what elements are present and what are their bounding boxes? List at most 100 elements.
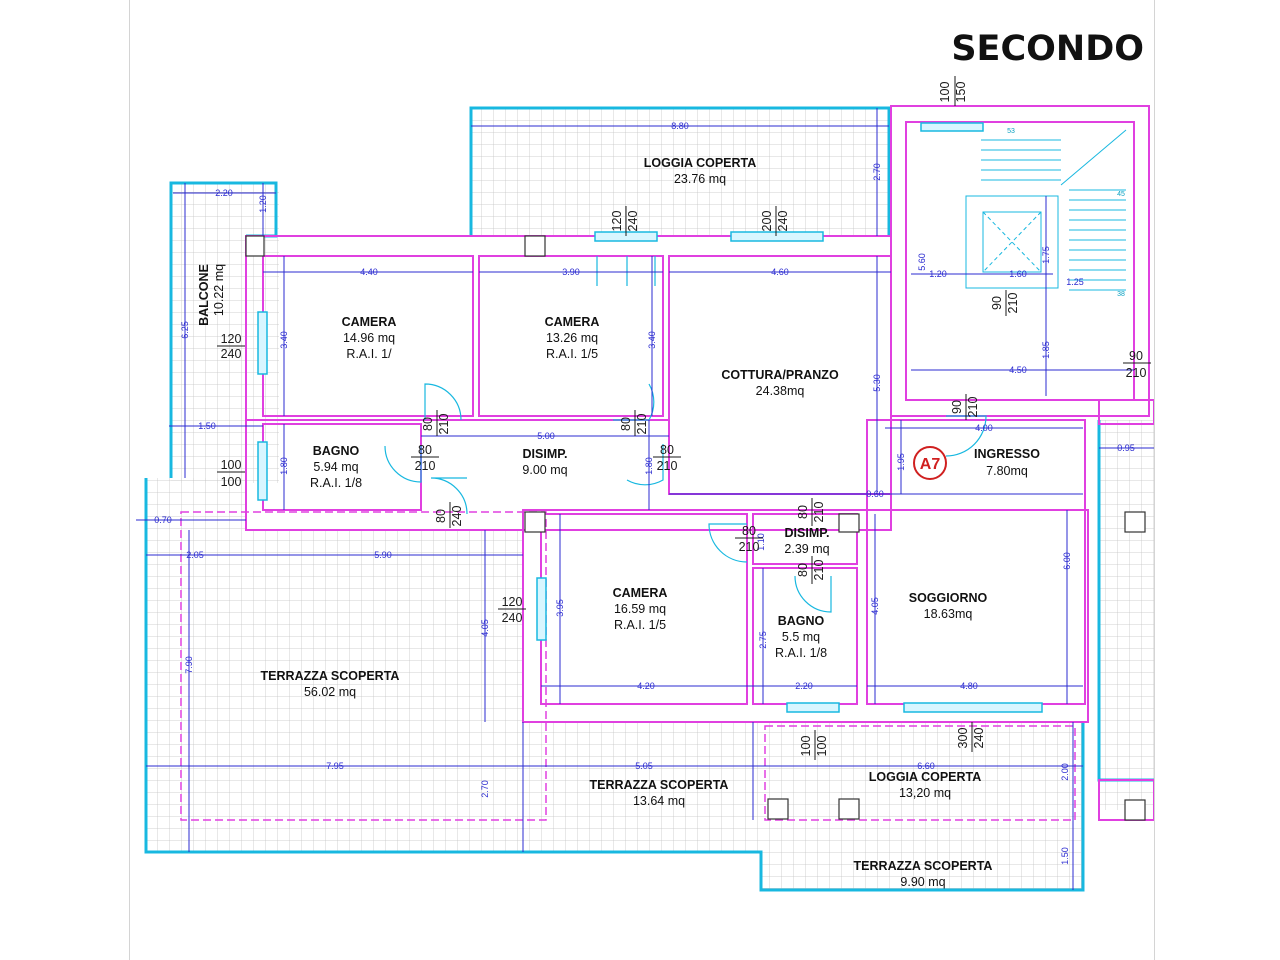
stair-number: 38	[1117, 291, 1125, 298]
dim-label: 1.80	[644, 457, 654, 475]
dim-label: 2.20	[795, 681, 813, 691]
dim-label: 5.60	[917, 253, 927, 271]
dim-label: 4.40	[360, 267, 378, 277]
room-area: 7.80mq	[986, 464, 1028, 478]
room-bagno-1: BAGNO 5.94 mq R.A.I. 1/8	[310, 444, 362, 490]
opening-label: 100	[938, 82, 952, 103]
room-name: SOGGIORNO	[909, 591, 988, 605]
dim-label: 1.10	[756, 533, 766, 551]
room-loggia-north: LOGGIA COPERTA 23.76 mq	[644, 156, 757, 186]
room-area: 24.38mq	[756, 384, 805, 398]
dim-label: 0.60	[866, 489, 884, 499]
dimension-labels: 8.80 2.70 2.20 1.20 6.25 4.40 3.90 4.60 …	[154, 121, 1135, 865]
dim-label: 1.95	[896, 453, 906, 471]
dim-label: 3.90	[562, 267, 580, 277]
room-rai: R.A.I. 1/	[346, 347, 392, 361]
opening-label: 80	[421, 417, 435, 431]
opening-label: 210	[1006, 293, 1020, 314]
opening-label: 240	[972, 728, 986, 749]
unit-badge-label: A7	[920, 456, 941, 473]
room-balcone: BALCONE 10.22 mq	[197, 264, 226, 326]
room-name: CAMERA	[545, 315, 600, 329]
room-area: 13.26 mq	[546, 331, 598, 345]
room-rai: R.A.I. 1/5	[546, 347, 598, 361]
door-swings	[384, 256, 987, 613]
room-name: CAMERA	[613, 586, 668, 600]
floor-title: SECONDO	[951, 29, 1144, 69]
dim-label: 3.40	[279, 331, 289, 349]
opening-label: 210	[812, 502, 826, 523]
room-area: 56.02 mq	[304, 685, 356, 699]
opening-label: 200	[760, 211, 774, 232]
room-bagno-2: BAGNO 5.5 mq R.A.I. 1/8	[775, 614, 827, 660]
dim-label: 2.70	[872, 163, 882, 181]
opening-label: 210	[812, 560, 826, 581]
opening-label: 90	[1129, 349, 1143, 363]
opening-label: 80	[619, 417, 633, 431]
unit-badge: A7	[913, 446, 947, 480]
dim-label: 6.25	[180, 321, 190, 339]
room-name: LOGGIA COPERTA	[869, 770, 982, 784]
room-terrazza-mid: TERRAZZA SCOPERTA 13.64 mq	[590, 778, 729, 808]
dim-label: 5.05	[635, 761, 653, 771]
dim-label: 4.60	[771, 267, 789, 277]
opening-label: 150	[954, 82, 968, 103]
opening-label: 210	[657, 459, 678, 473]
room-area: 9.00 mq	[522, 463, 567, 477]
opening-label: 80	[660, 443, 674, 457]
dim-label: 2.20	[215, 188, 233, 198]
room-name: TERRAZZA SCOPERTA	[854, 859, 993, 873]
dim-label: 4.00	[975, 423, 993, 433]
room-area: 23.76 mq	[674, 172, 726, 186]
opening-label: 210	[739, 540, 760, 554]
room-area: 13.64 mq	[633, 794, 685, 808]
dim-label: 2.00	[1060, 763, 1070, 781]
room-name: LOGGIA COPERTA	[644, 156, 757, 170]
room-terrazza-east: TERRAZZA SCOPERTA 9.90 mq	[854, 859, 993, 889]
room-area: 2.39 mq	[784, 542, 829, 556]
opening-label: 100	[221, 475, 242, 489]
dim-label: 5.30	[872, 374, 882, 392]
dim-label: 6.60	[917, 761, 935, 771]
stair-numbers-top: 53	[1007, 128, 1015, 135]
dim-label: 1.75	[1041, 246, 1051, 264]
dim-label: 1.20	[929, 269, 947, 279]
dim-label: 4.05	[480, 619, 490, 637]
dim-label: 3.95	[555, 599, 565, 617]
dim-label: 3.40	[647, 331, 657, 349]
room-camera-1: CAMERA 14.96 mq R.A.I. 1/	[342, 315, 397, 361]
room-disimp-1: DISIMP. 9.00 mq	[522, 447, 567, 477]
opening-label: 210	[1126, 366, 1147, 380]
room-loggia-south: LOGGIA COPERTA 13,20 mq	[869, 770, 982, 800]
opening-label: 210	[635, 414, 649, 435]
opening-label: 120	[502, 595, 523, 609]
tiled-outdoor-areas	[146, 108, 1154, 890]
opening-label: 80	[796, 563, 810, 577]
room-area: 16.59 mq	[614, 602, 666, 616]
dim-label: 5.90	[374, 550, 392, 560]
room-terrazza-west: TERRAZZA SCOPERTA 56.02 mq	[261, 669, 400, 699]
opening-label: 210	[415, 459, 436, 473]
pillars	[245, 235, 1146, 821]
terrace-west-tiles	[146, 478, 761, 852]
opening-label: 100	[815, 736, 829, 757]
room-rai: R.A.I. 1/5	[614, 618, 666, 632]
room-name: COTTURA/PRANZO	[721, 368, 839, 382]
dim-label: 7.90	[184, 656, 194, 674]
dim-label: 4.05	[870, 597, 880, 615]
terrace-dashed	[180, 511, 1076, 821]
dim-label: 5.00	[537, 431, 555, 441]
opening-label: 120	[221, 332, 242, 346]
opening-label: 210	[437, 414, 451, 435]
loggia-north-tiles	[471, 108, 889, 236]
room-ingresso: INGRESSO 7.80mq	[974, 447, 1040, 478]
stair-number: 45	[1117, 191, 1125, 198]
dimension-lines	[136, 108, 1154, 890]
room-labels: LOGGIA COPERTA 23.76 mq BALCONE 10.22 mq…	[197, 156, 1040, 889]
room-disimp-2: DISIMP. 2.39 mq	[784, 526, 829, 556]
room-name: BAGNO	[313, 444, 360, 458]
floor-plan: SECONDO	[136, 29, 1154, 892]
dim-label: 1.80	[279, 457, 289, 475]
opening-labels: 100 150 120 240 200 240 100 100 300 240 …	[217, 76, 1151, 760]
east-strip-tiles	[1099, 420, 1154, 810]
